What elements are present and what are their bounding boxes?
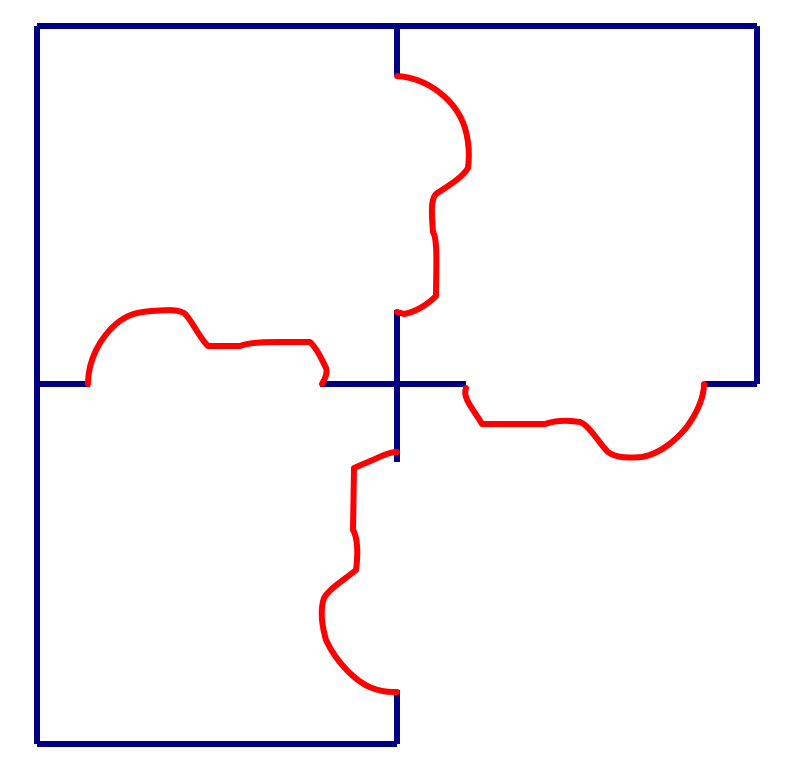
left-horizontal-tab-edge (85, 307, 330, 387)
upper-vertical-tab-edge (394, 73, 472, 317)
straight-edges-group (34, 23, 760, 747)
curved-edges-group (85, 73, 707, 695)
lower-vertical-tab-edge (318, 449, 400, 695)
right-horizontal-tab-edge (462, 381, 707, 461)
